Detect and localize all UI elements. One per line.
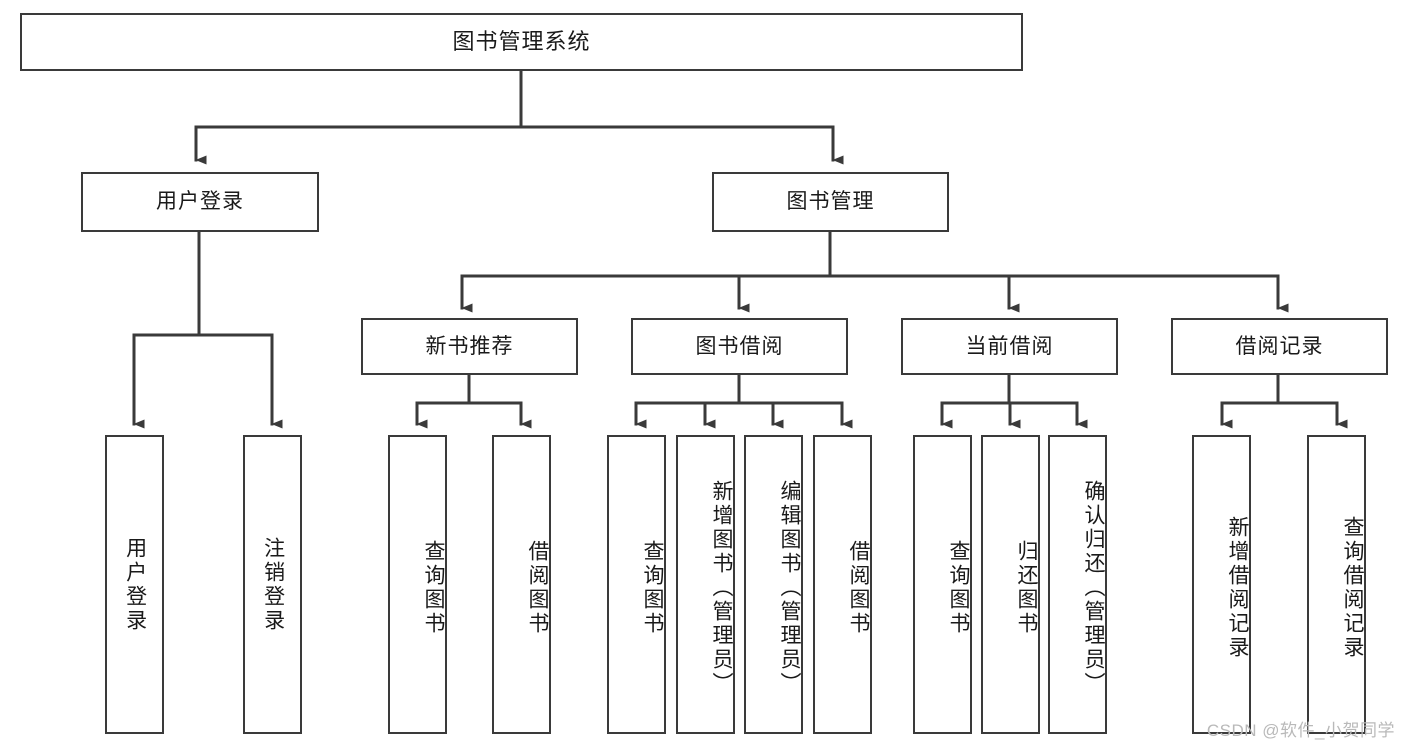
leaf-borrow-book-2-label: 借阅图书 (847, 539, 870, 636)
leaf-user-login-label: 用户登录 (123, 536, 147, 633)
node-book-borrow[interactable]: 图书借阅 (631, 318, 848, 375)
node-book-manage-label: 图书管理 (786, 190, 875, 214)
leaf-user-login[interactable]: 用户登录 (105, 435, 164, 734)
leaf-logout-label: 注销登录 (261, 536, 285, 633)
node-book-manage[interactable]: 图书管理 (712, 172, 949, 232)
node-borrow-record-label: 借阅记录 (1235, 334, 1324, 358)
leaf-return-book[interactable]: 归还图书 (981, 435, 1040, 734)
leaf-edit-book-label: 编辑图书（管理员） (778, 479, 801, 696)
leaf-query-record[interactable]: 查询借阅记录 (1307, 435, 1366, 734)
leaf-borrow-book-2[interactable]: 借阅图书 (813, 435, 872, 734)
node-new-book-recommend[interactable]: 新书推荐 (361, 318, 578, 375)
node-root[interactable]: 图书管理系统 (20, 13, 1023, 71)
leaf-borrow-book-1[interactable]: 借阅图书 (492, 435, 551, 734)
node-current-borrow[interactable]: 当前借阅 (901, 318, 1118, 375)
leaf-query-book-1[interactable]: 查询图书 (388, 435, 447, 734)
leaf-add-record-label: 新增借阅记录 (1226, 515, 1249, 660)
leaf-query-book-3[interactable]: 查询图书 (913, 435, 972, 734)
node-root-label: 图书管理系统 (452, 28, 591, 54)
node-user-login-label: 用户登录 (156, 190, 244, 214)
leaf-borrow-book-1-label: 借阅图书 (526, 539, 549, 636)
leaf-query-book-2-label: 查询图书 (641, 539, 664, 636)
node-book-borrow-label: 图书借阅 (695, 334, 784, 358)
leaf-query-book-2[interactable]: 查询图书 (607, 435, 666, 734)
node-borrow-record[interactable]: 借阅记录 (1171, 318, 1388, 375)
node-current-borrow-label: 当前借阅 (965, 334, 1054, 358)
leaf-query-record-label: 查询借阅记录 (1341, 515, 1364, 660)
leaf-confirm-return[interactable]: 确认归还（管理员） (1048, 435, 1107, 734)
leaf-logout[interactable]: 注销登录 (243, 435, 302, 734)
leaf-query-book-1-label: 查询图书 (422, 539, 445, 636)
leaf-add-record[interactable]: 新增借阅记录 (1192, 435, 1251, 734)
leaf-confirm-return-label: 确认归还（管理员） (1082, 479, 1105, 696)
leaf-query-book-3-label: 查询图书 (947, 539, 970, 636)
leaf-add-book-label: 新增图书（管理员） (710, 479, 733, 696)
node-new-book-recommend-label: 新书推荐 (425, 334, 514, 358)
node-user-login[interactable]: 用户登录 (81, 172, 319, 232)
leaf-add-book[interactable]: 新增图书（管理员） (676, 435, 735, 734)
leaf-edit-book[interactable]: 编辑图书（管理员） (744, 435, 803, 734)
csdn-watermark: CSDN @软件_小贺同学 (1206, 721, 1395, 740)
leaf-return-book-label: 归还图书 (1015, 539, 1038, 636)
